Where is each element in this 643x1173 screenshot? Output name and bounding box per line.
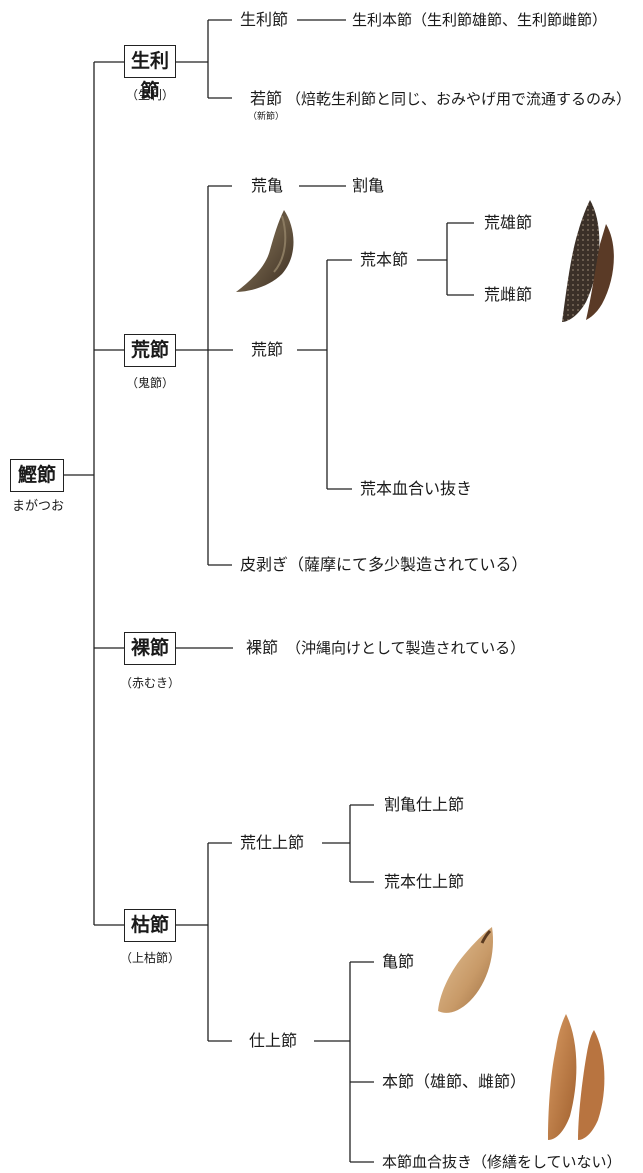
namabushi-child1: 生利節 [240,10,289,29]
honbushi: 本節（雄節、雌節） [382,1072,527,1091]
hadakabushi-sub: （赤むき） [119,676,180,690]
arabushi-sub: （鬼節） [125,376,174,390]
hadakabushi-node: 裸節 [124,632,176,665]
root-reading: まがつお [11,499,64,514]
arameshibushi: 荒雌節 [484,285,533,304]
kamebushi: 亀節 [382,952,415,971]
karebushi-sub: （上枯節） [119,951,180,965]
arahonbushi: 荒本節 [360,250,409,269]
root-node: 鰹節 [10,459,64,492]
arahon-chiai-nuki: 荒本血合い抜き [360,479,473,498]
araobushi: 荒雄節 [484,213,533,232]
warikame: 割亀 [352,176,385,195]
wakabushi: 若節 [250,89,283,108]
kawahagi: 皮剥ぎ（薩摩にて多少製造されている） [240,555,528,574]
karebushi-node: 枯節 [124,909,176,942]
namabushi-sub: （生利） [125,88,174,102]
namabushi-child1-result: 生利本節（生利節雄節、生利節雌節） [352,11,608,29]
arashiagebushi: 荒仕上節 [240,833,305,852]
hadakabushi-child: 裸節 [246,638,279,657]
arahon-shiagebushi: 荒本仕上節 [384,872,465,891]
arabushi-node: 荒節 [124,334,176,367]
honbushi-photo [548,1014,605,1140]
arabushi-sub-node: 荒節 [251,340,284,359]
wakabushi-sub: （新節） [248,112,285,122]
arakame-photo [236,210,294,292]
honbushi-chiai-nuki: 本節血合抜き（修繕をしていない） [382,1153,622,1171]
warikame-shiagebushi: 割亀仕上節 [384,795,465,814]
hadakabushi-note: （沖縄向けとして製造されている） [286,639,526,657]
kamebushi-photo [438,927,494,1013]
wakabushi-note: （焙乾生利節と同じ、おみやげ用で流通するのみ） [286,90,632,108]
arabushi-photo [562,200,614,322]
arakame: 荒亀 [251,176,284,195]
shiagebushi: 仕上節 [249,1031,298,1050]
namabushi-node: 生利節 [124,45,176,102]
